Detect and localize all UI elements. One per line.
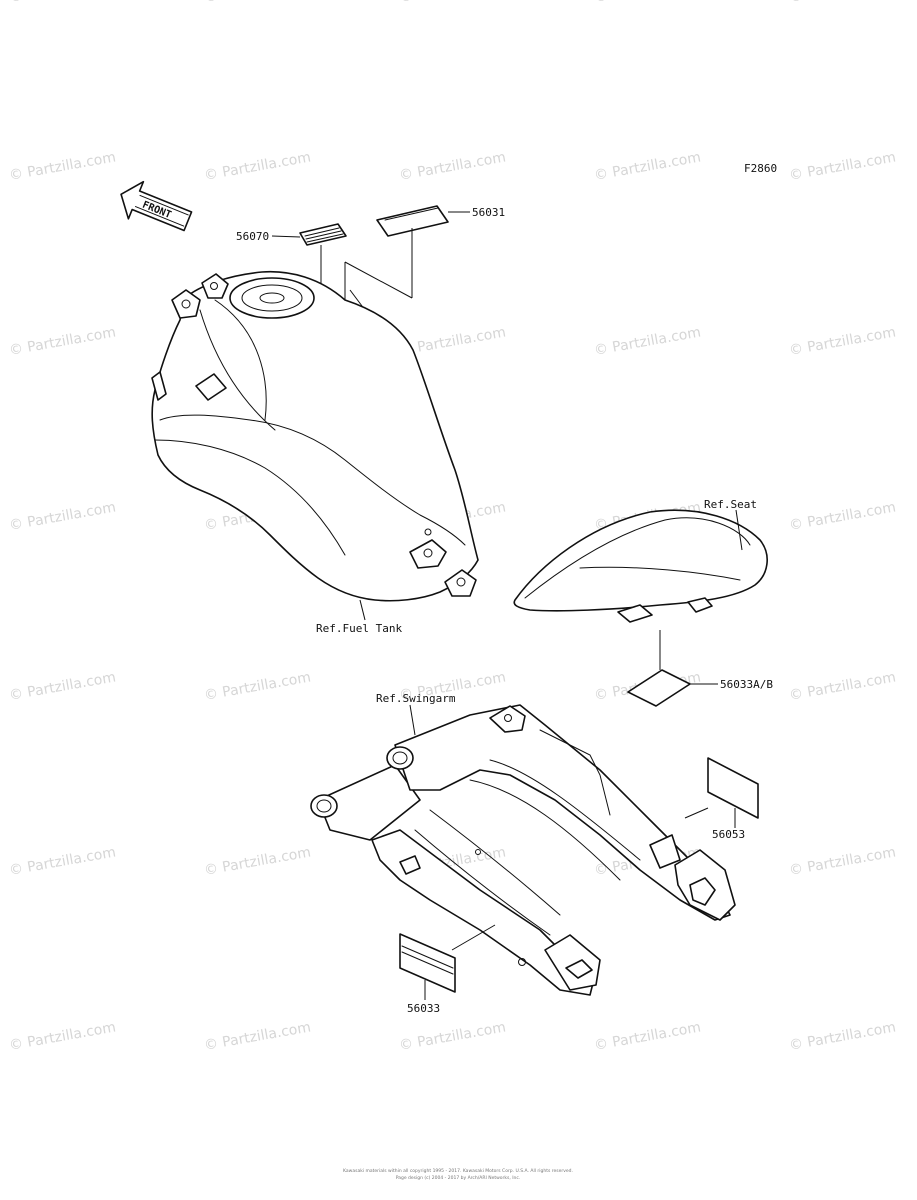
watermark-text: © Partzilla.com (788, 844, 897, 879)
watermark-text: © Partzilla.com (8, 499, 117, 534)
part-56033-label[interactable] (399, 924, 496, 1000)
watermark-text: © Partzilla.com (8, 669, 117, 704)
watermark-text: © Partzilla.com (788, 0, 897, 6)
watermark-text: © Partzilla.com (203, 0, 312, 6)
watermark-text: © Partzilla.com (788, 1019, 897, 1054)
part-56053-label[interactable] (684, 757, 759, 828)
watermark-text: © Partzilla.com (593, 0, 702, 6)
callout-56031[interactable]: 56031 (472, 206, 505, 219)
watermark-text: © Partzilla.com (788, 324, 897, 359)
fuel-tank-drawing (151, 270, 479, 602)
ref-swingarm[interactable]: Ref.Swingarm (376, 692, 456, 705)
watermark-text: © Partzilla.com (8, 324, 117, 359)
watermark-text: © Partzilla.com (8, 0, 117, 6)
swingarm-drawing (310, 704, 736, 996)
watermark-text: © Partzilla.com (788, 149, 897, 184)
watermark-text: © Partzilla.com (398, 0, 507, 6)
watermark-text: © Partzilla.com (593, 1019, 702, 1054)
watermark-text: © Partzilla.com (203, 844, 312, 879)
watermark-text: © Partzilla.com (593, 324, 702, 359)
watermark-text: © Partzilla.com (8, 844, 117, 879)
figure-code: F2860 (744, 162, 777, 175)
watermark-text: © Partzilla.com (8, 1019, 117, 1054)
watermark-text: © Partzilla.com (203, 149, 312, 184)
watermark-text: © Partzilla.com (788, 499, 897, 534)
watermark-text: © Partzilla.com (788, 669, 897, 704)
callout-56033ab[interactable]: 56033A/B (720, 678, 773, 691)
seat-drawing (513, 509, 768, 623)
footer-page-design: Page design (c) 2004 - 2017 by Arch/ARI … (396, 1175, 521, 1181)
callout-56070[interactable]: 56070 (236, 230, 269, 243)
callout-56033[interactable]: 56033 (407, 1002, 440, 1015)
watermark-text: © Partzilla.com (398, 149, 507, 184)
ref-seat[interactable]: Ref.Seat (704, 498, 757, 511)
watermark-text: © Partzilla.com (203, 669, 312, 704)
watermark-text: © Partzilla.com (593, 149, 702, 184)
watermark-text: © Partzilla.com (203, 1019, 312, 1054)
callout-56053[interactable]: 56053 (712, 828, 745, 841)
front-arrow-icon: FRONT (120, 180, 193, 232)
ref-fuel-tank[interactable]: Ref.Fuel Tank (316, 622, 402, 635)
part-56033ab-label[interactable] (627, 630, 718, 707)
watermark-text: © Partzilla.com (8, 149, 117, 184)
watermark-text: © Partzilla.com (398, 1019, 507, 1054)
footer-copyright: Kawasaki materials within all copyright … (343, 1168, 573, 1174)
